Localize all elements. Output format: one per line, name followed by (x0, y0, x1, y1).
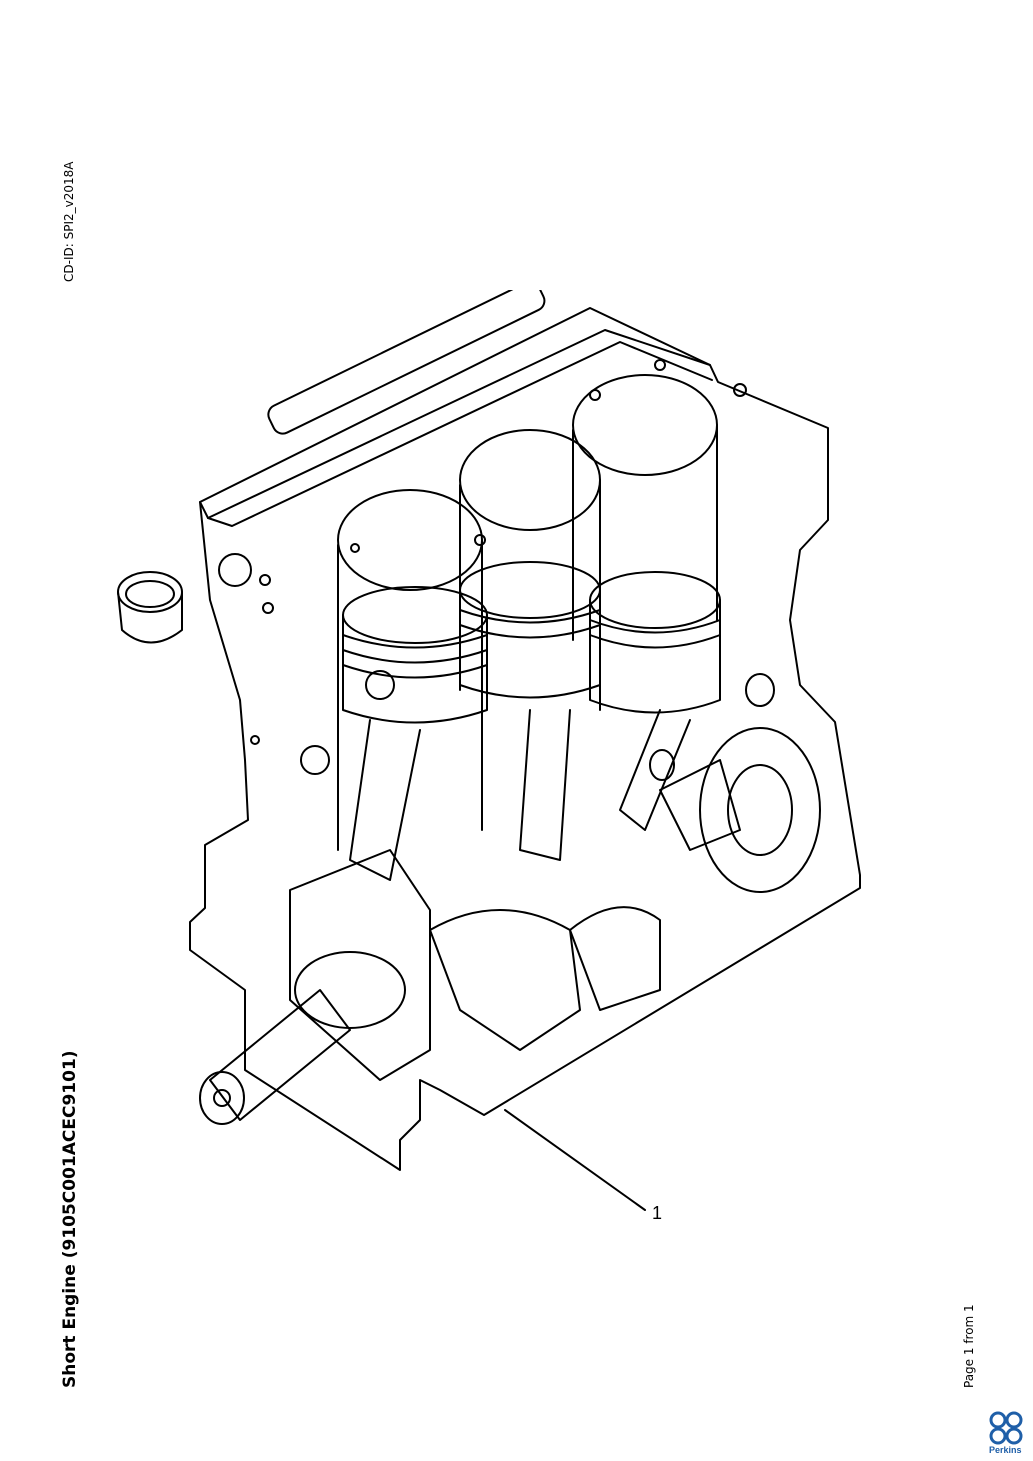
crankshaft (199, 673, 821, 1125)
cd-id-label: CD-ID: SPI2_v2018A (62, 161, 76, 282)
perkins-logo-icon (989, 1411, 1023, 1445)
connecting-rods (349, 709, 691, 881)
cylinder-bores (337, 374, 718, 851)
page-number: Page 1 from 1 (962, 1304, 976, 1388)
page-title: Short Engine (9105C001ACEC9101) (60, 1050, 80, 1388)
block-top-edge (207, 341, 713, 527)
block-holes (218, 359, 747, 775)
engine-block-outline (189, 307, 861, 1171)
brand-name: Perkins (989, 1445, 1022, 1455)
engine-exploded-drawing (117, 290, 861, 1211)
callout-1-leader (504, 1109, 646, 1211)
cylinder-head-deck (199, 329, 711, 519)
callout-1-label: 1 (652, 1203, 663, 1223)
bearing-shell (117, 571, 183, 644)
pistons (342, 561, 721, 724)
